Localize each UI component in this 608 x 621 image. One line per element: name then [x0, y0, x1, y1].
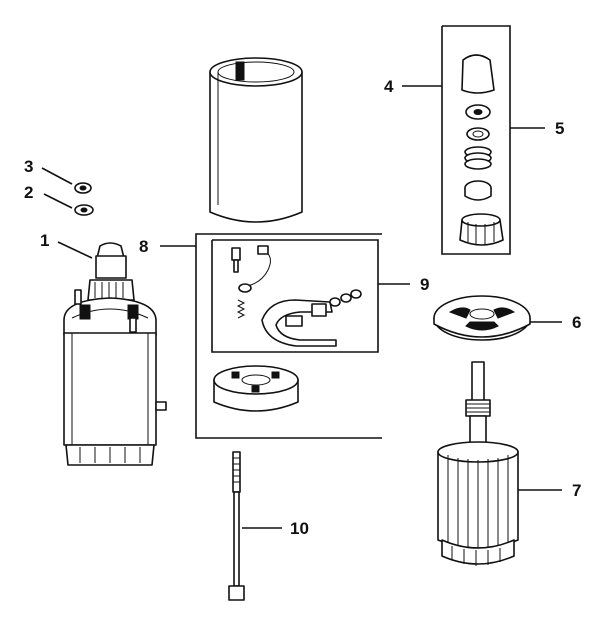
callout-1: 1: [40, 231, 49, 250]
callout-6: 6: [572, 313, 581, 332]
part-8-end-cap-box: [195, 233, 382, 439]
callout-4: 4: [384, 77, 394, 96]
callout-7: 7: [572, 481, 581, 500]
callout-10: 10: [290, 519, 309, 538]
drive-pinion: [459, 213, 504, 246]
part-5-drive-components: [461, 54, 495, 201]
part-6-end-plate: [433, 295, 531, 341]
callout-8: 8: [139, 237, 148, 256]
callout-labels: 1 2 3 4 5 6 7 8 9 10: [24, 77, 581, 538]
housing-sleeve: [209, 57, 303, 223]
part-9-brush-kit-box: [211, 239, 379, 353]
end-cap: [213, 365, 299, 412]
callout-9: 9: [420, 275, 429, 294]
part-4-drive-kit-box: [441, 25, 511, 255]
callout-3: 3: [24, 157, 33, 176]
leader-lines: [41, 85, 562, 529]
part-3-nut: [74, 182, 92, 194]
callout-2: 2: [24, 183, 33, 202]
part-2-washer: [74, 204, 94, 216]
part-7-armature: [437, 361, 519, 566]
part-10-through-bolt: [228, 451, 245, 601]
part-1-starter-motor: [63, 242, 167, 466]
callout-5: 5: [555, 119, 564, 138]
